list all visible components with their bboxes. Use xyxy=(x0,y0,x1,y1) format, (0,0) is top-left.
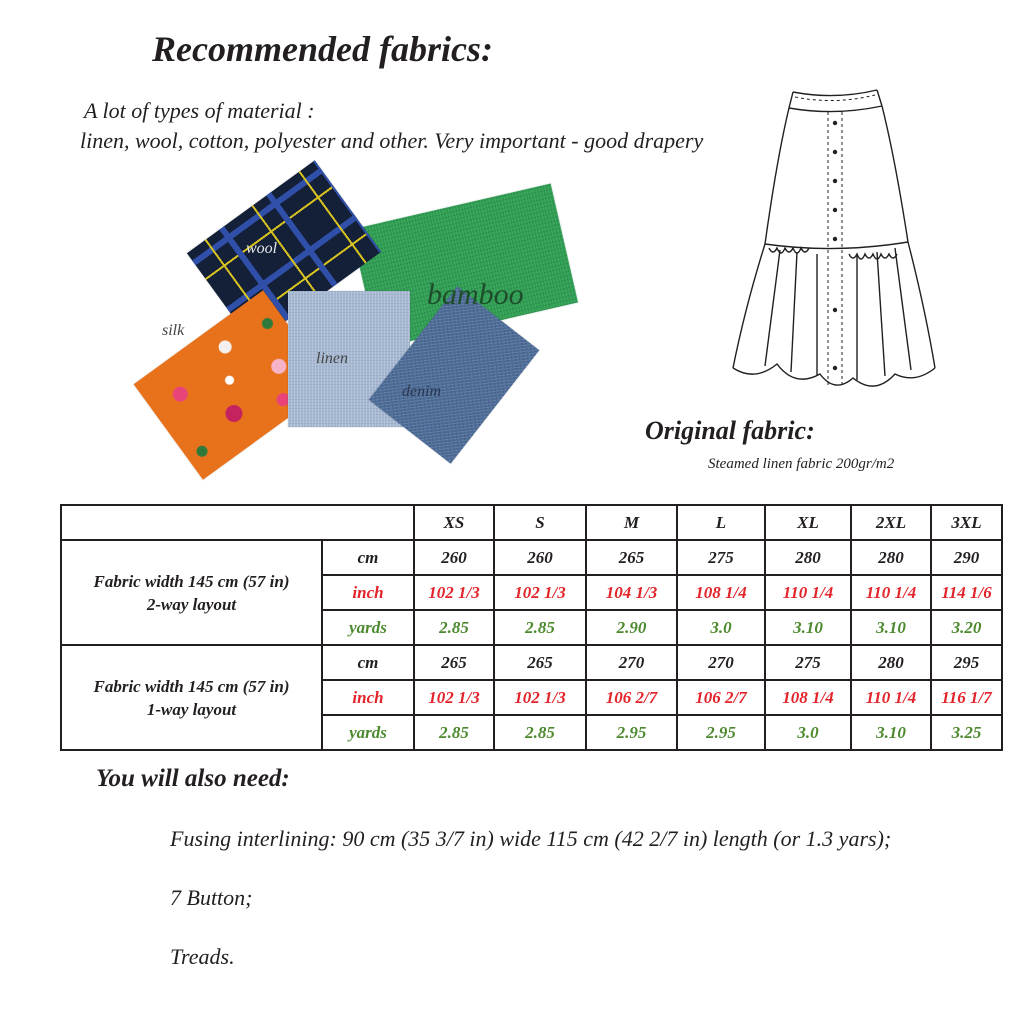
layout-group-label: Fabric width 145 cm (57 in) 1-way layout xyxy=(60,644,323,751)
also-need-item: Treads. xyxy=(170,944,235,969)
value-cell: 265 xyxy=(413,644,495,681)
value-cell: 275 xyxy=(676,539,766,576)
value-cell: 2.85 xyxy=(493,609,587,646)
table-row: inch 102 1/3 102 1/3 106 2/7 106 2/7 108… xyxy=(61,679,1003,716)
value-cell: 3.10 xyxy=(850,609,932,646)
silk-label: silk xyxy=(162,322,185,339)
value-cell: 110 1/4 xyxy=(850,574,932,611)
value-cell: 270 xyxy=(676,644,766,681)
value-cell: 102 1/3 xyxy=(413,574,495,611)
value-cell: 260 xyxy=(493,539,587,576)
wool-label: wool xyxy=(246,240,278,257)
unit-cell: cm xyxy=(321,539,415,576)
size-header-row: XS S M L XL 2XL 3XL xyxy=(60,504,1003,541)
layout-type-label: 1-way layout xyxy=(146,699,237,719)
value-cell: 104 1/3 xyxy=(585,574,678,611)
linen-label: linen xyxy=(316,350,348,367)
layout-type-label: 2-way layout xyxy=(146,594,237,614)
original-fabric-title: Original fabric: xyxy=(645,416,815,445)
value-cell: 280 xyxy=(850,539,932,576)
unit-cell: yards xyxy=(321,714,415,751)
value-cell: 108 1/4 xyxy=(676,574,766,611)
value-cell: 270 xyxy=(585,644,678,681)
value-cell: 2.85 xyxy=(493,714,587,751)
size-header: XL xyxy=(764,504,852,541)
layout-group-label: Fabric width 145 cm (57 in) 2-way layout xyxy=(60,539,323,646)
value-cell: 2.85 xyxy=(413,609,495,646)
table-row: Fabric width 145 cm (57 in) 2-way layout… xyxy=(60,539,1003,646)
intro-line-2: linen, wool, cotton, polyester and other… xyxy=(80,128,704,153)
value-cell: 3.10 xyxy=(850,714,932,751)
table-row: inch 102 1/3 102 1/3 104 1/3 108 1/4 110… xyxy=(61,574,1003,611)
value-cell: 3.25 xyxy=(930,714,1003,751)
size-header: M xyxy=(585,504,678,541)
also-need-item: 7 Button; xyxy=(170,885,253,910)
table-row: yards 2.85 2.85 2.90 3.0 3.10 3.10 3.20 xyxy=(61,609,1003,646)
skirt-sketch-illustration xyxy=(732,89,936,388)
denim-label: denim xyxy=(402,383,442,400)
value-cell: 102 1/3 xyxy=(493,574,587,611)
unit-cell: yards xyxy=(321,609,415,646)
value-cell: 3.0 xyxy=(676,609,766,646)
unit-cell: cm xyxy=(321,644,415,681)
original-fabric-description: Steamed linen fabric 200gr/m2 xyxy=(708,456,895,472)
header-empty-cell xyxy=(60,504,415,541)
value-cell: 265 xyxy=(493,644,587,681)
value-cell: 260 xyxy=(413,539,495,576)
unit-cell: inch xyxy=(321,679,415,716)
bamboo-label: bamboo xyxy=(427,278,524,311)
intro-line-1: A lot of types of material : xyxy=(84,98,315,123)
value-cell: 102 1/3 xyxy=(413,679,495,716)
fabric-width-label: Fabric width 145 cm (57 in) xyxy=(93,571,290,591)
page-title: Recommended fabrics: xyxy=(152,29,493,69)
value-cell: 3.10 xyxy=(764,609,852,646)
value-cell: 102 1/3 xyxy=(493,679,587,716)
value-cell: 295 xyxy=(930,644,1003,681)
value-cell: 280 xyxy=(764,539,852,576)
value-cell: 110 1/4 xyxy=(764,574,852,611)
size-header: 2XL xyxy=(850,504,932,541)
value-cell: 2.85 xyxy=(413,714,495,751)
value-cell: 110 1/4 xyxy=(850,679,932,716)
value-cell: 108 1/4 xyxy=(764,679,852,716)
value-cell: 275 xyxy=(764,644,852,681)
value-cell: 106 2/7 xyxy=(676,679,766,716)
value-cell: 290 xyxy=(930,539,1003,576)
size-header: S xyxy=(493,504,587,541)
value-cell: 114 1/6 xyxy=(930,574,1003,611)
value-cell: 2.90 xyxy=(585,609,678,646)
value-cell: 116 1/7 xyxy=(930,679,1003,716)
fabric-width-label: Fabric width 145 cm (57 in) xyxy=(93,676,290,696)
value-cell: 106 2/7 xyxy=(585,679,678,716)
table-row: Fabric width 145 cm (57 in) 1-way layout… xyxy=(60,644,1003,751)
value-cell: 3.0 xyxy=(764,714,852,751)
value-cell: 3.20 xyxy=(930,609,1003,646)
also-need-item: Fusing interlining: 90 cm (35 3/7 in) wi… xyxy=(170,826,892,851)
value-cell: 265 xyxy=(585,539,678,576)
value-cell: 2.95 xyxy=(585,714,678,751)
fabric-consumption-table: XS S M L XL 2XL 3XL Fabric width 145 cm … xyxy=(60,504,1003,751)
also-need-title: You will also need: xyxy=(96,765,290,792)
value-cell: 2.95 xyxy=(676,714,766,751)
value-cell: 280 xyxy=(850,644,932,681)
linen-swatch xyxy=(288,291,410,427)
unit-cell: inch xyxy=(321,574,415,611)
table-row: yards 2.85 2.85 2.95 2.95 3.0 3.10 3.25 xyxy=(61,714,1003,751)
size-header: XS xyxy=(413,504,495,541)
size-header: 3XL xyxy=(930,504,1003,541)
size-header: L xyxy=(676,504,766,541)
